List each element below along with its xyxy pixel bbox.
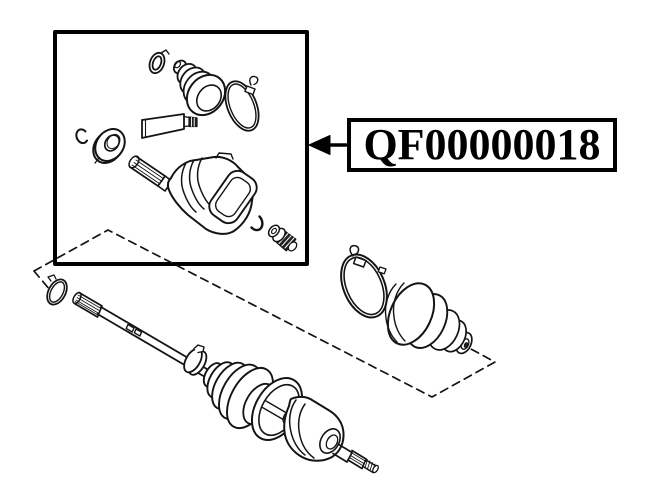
splined-end-cap (267, 224, 298, 252)
inner-cv-joint-kit-group[interactable] (75, 49, 298, 252)
front-drive-shaft-assembly (46, 244, 473, 474)
threaded-stub-shaft (332, 443, 379, 474)
retaining-ring (250, 215, 264, 232)
dished-washer (92, 128, 126, 164)
callout-arrow (308, 135, 348, 155)
outer-cv-joint-housing (283, 395, 345, 462)
part-number-callout[interactable]: QF00000018 (347, 118, 617, 172)
snap-ring-top (148, 49, 170, 75)
inner-cv-boot (172, 59, 227, 117)
outer-cv-boot-kit (384, 282, 473, 355)
grease-tube (141, 113, 198, 139)
boot-clamp-small (46, 274, 68, 306)
boot-clamp (224, 75, 260, 132)
snap-ring-small (75, 128, 88, 145)
damper-clamp (183, 344, 208, 376)
dashed-plane-outline (33, 229, 496, 398)
boot-clamp-large (340, 244, 388, 319)
inner-cv-joint (128, 152, 258, 235)
part-number-label: QF00000018 (363, 120, 601, 169)
